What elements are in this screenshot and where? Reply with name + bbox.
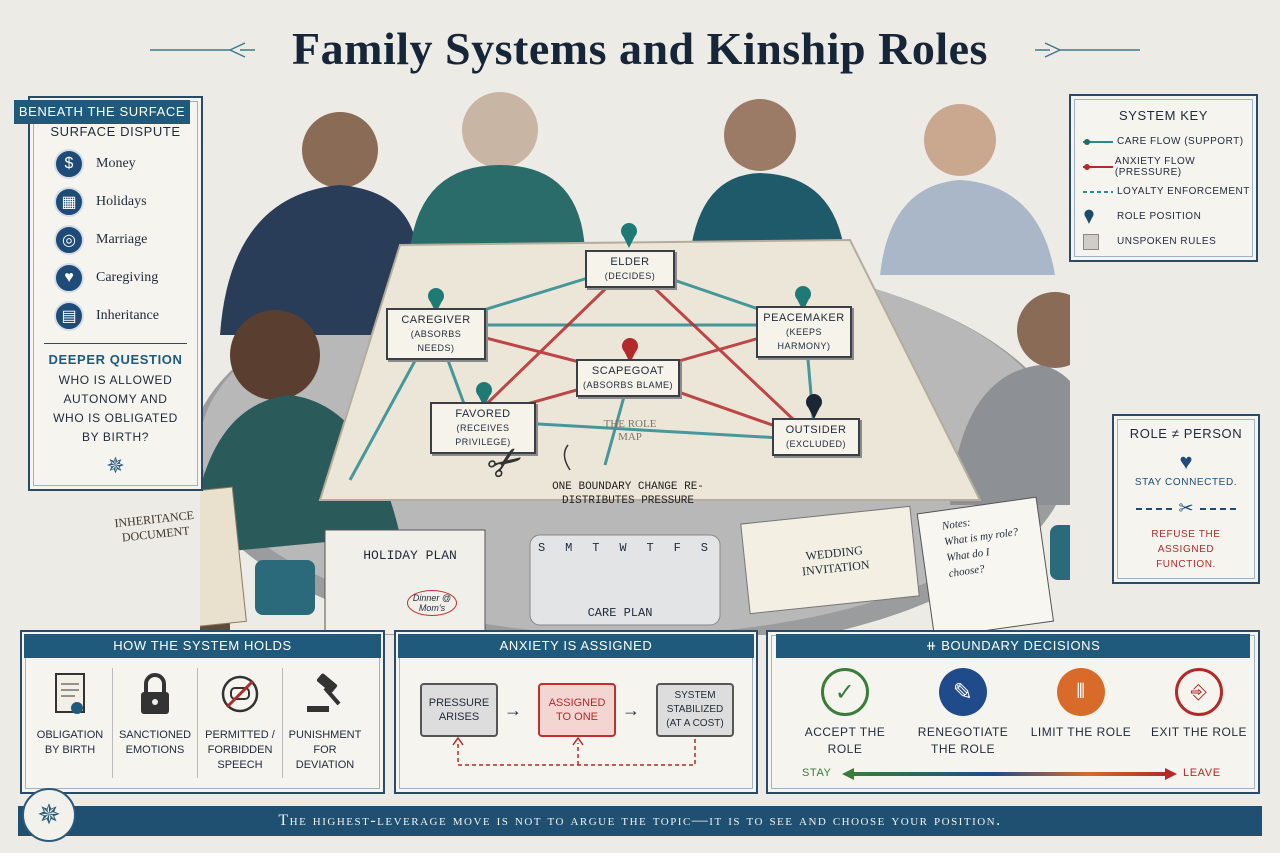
care-plan-label: Care Plan — [587, 606, 653, 620]
arrow-right-icon: → — [504, 700, 522, 720]
system-key-panel: System Key Care flow (support) Anxiety f… — [1069, 94, 1258, 262]
topic-inheritance: ▤ Inheritance — [54, 297, 201, 335]
gray-square-icon — [1083, 233, 1099, 250]
dollar-icon: $ — [54, 149, 84, 179]
footer-banner: The highest-leverage move is not to argu… — [18, 806, 1262, 836]
scroll-icon — [28, 668, 112, 720]
scissors-small-icon: ✂ — [1178, 498, 1194, 518]
deeper-question-text: Who is allowed autonomy and who is oblig… — [53, 373, 178, 444]
calendar-icon: ▦ — [54, 187, 84, 217]
hold-speech: Permitted / forbidden speech — [198, 668, 282, 778]
flow-system-stabilized: System stabilized (at a cost) — [656, 683, 734, 737]
inheritance-document-label: Inheritance Document — [113, 507, 195, 545]
hold-obligation: Obligation by birth — [28, 668, 112, 778]
feedback-loop-icon — [452, 737, 696, 766]
fence-small-icon: ⧺ — [925, 638, 942, 653]
hold-punishment: Punishment for deviation — [283, 668, 367, 778]
family-member-man-left — [220, 112, 419, 335]
rings-icon: ◎ — [54, 225, 84, 255]
stay-label: Stay — [802, 767, 832, 779]
leave-label: Leave — [1183, 767, 1221, 779]
decision-renegotiate[interactable]: ✎ Renegotiate the role — [908, 668, 1018, 758]
system-key-heading: System Key — [1118, 108, 1209, 123]
topic-marriage: ◎ Marriage — [54, 221, 201, 259]
page-title: Family Systems and Kinship Roles — [292, 23, 988, 74]
topic-money: $ Money — [54, 145, 201, 183]
hold-emotions: Sanctioned emotions — [113, 668, 197, 778]
gavel-icon — [283, 668, 367, 720]
decision-accept[interactable]: ✓ Accept the role — [790, 668, 900, 758]
favored-pin-icon — [476, 382, 492, 407]
compass-rose-icon: ✵ — [22, 788, 76, 842]
family-member-young-woman — [690, 99, 845, 255]
left-flourish-icon — [150, 42, 255, 58]
boundary-banner: ⧺ Boundary Decisions — [776, 634, 1250, 658]
family-member-older-man — [880, 104, 1055, 275]
dashed-line-icon — [1083, 190, 1113, 193]
stay-connected-text: Stay connected. — [1134, 477, 1238, 488]
door-icon: ⎆ — [1175, 668, 1223, 716]
system-holds-banner: How the System Holds — [24, 634, 381, 658]
teal-line-icon — [1083, 138, 1113, 145]
check-icon: ✓ — [821, 668, 869, 716]
caregiver-pin-icon — [428, 288, 444, 313]
peacemaker-pin-icon — [795, 286, 811, 311]
family-member-elder-woman — [410, 92, 585, 250]
right-flourish-icon — [1035, 42, 1140, 58]
compass-icon: ✵ — [106, 453, 125, 478]
surface-dispute-heading: Surface Dispute — [50, 124, 181, 139]
key-anxiety-flow: Anxiety flow (pressure) — [1071, 154, 1256, 179]
holiday-plan-label: Holiday Plan — [363, 548, 457, 563]
heart-hands-icon: ♥ — [54, 263, 84, 293]
arrow-right-icon-2: → — [622, 700, 640, 720]
flow-assigned-to-one: Assigned to one — [538, 683, 616, 737]
decision-limit[interactable]: ⫴ Limit the role — [1026, 668, 1136, 758]
deeper-question-heading: Deeper Question — [48, 352, 183, 367]
key-loyalty: Loyalty enforcement — [1071, 179, 1256, 204]
map-label: The Role Map — [603, 418, 657, 443]
role-card-outsider: Outsider(Excluded) — [772, 418, 860, 456]
role-card-peacemaker: Peacemaker(Keeps harmony) — [756, 306, 852, 358]
lock-icon — [113, 668, 197, 720]
role-card-caregiver: Caregiver(Absorbs needs) — [386, 308, 486, 360]
decision-exit[interactable]: ⎆ Exit the role — [1144, 668, 1254, 758]
no-speech-icon — [198, 668, 282, 720]
family-member-teen — [950, 292, 1070, 505]
elder-pin-icon — [621, 223, 637, 248]
boundary-options: ✓ Accept the role ✎ Renegotiate the role… — [790, 668, 1254, 758]
heart-icon: ♥ — [1179, 449, 1193, 474]
holiday-note: Dinner @ Mom's — [407, 590, 457, 616]
red-line-icon — [1083, 163, 1113, 170]
topic-holidays: ▦ Holidays — [54, 183, 201, 221]
role-card-elder: Elder(Decides) — [585, 250, 675, 288]
document-icon: ▤ — [54, 301, 84, 331]
pin-icon — [1084, 209, 1094, 224]
cut-line: ✂ — [1114, 498, 1258, 519]
map-annotation: One boundary change re-distributes press… — [552, 481, 704, 507]
fence-icon: ⫴ — [1057, 668, 1105, 716]
key-unspoken-rules: Unspoken rules — [1071, 229, 1256, 254]
key-role-position: Role position — [1071, 204, 1256, 229]
topic-caregiving: ♥ Caregiving — [54, 259, 201, 297]
stay-leave-gradient-arrow — [842, 768, 1177, 780]
beneath-surface-banner: Beneath the Surface — [14, 100, 190, 124]
role-not-person-heading: Role ≠ Person — [1129, 426, 1243, 441]
system-holds-items: Obligation by birth Sanctioned emotions … — [28, 668, 367, 778]
role-card-scapegoat: Scapegoat(Absorbs blame) — [576, 359, 680, 397]
role-not-person-panel: Role ≠ Person ♥ Stay connected. ✂ Refuse… — [1112, 414, 1260, 584]
pencil-icon: ✎ — [939, 668, 987, 716]
scapegoat-pin-icon — [622, 338, 638, 363]
key-care-flow: Care flow (support) — [1071, 129, 1256, 154]
flow-pressure-arises: Pressure arises — [420, 683, 498, 737]
role-card-favored: Favored(Receives privilege) — [430, 402, 536, 454]
refuse-text: Refuse the assigned function. — [1151, 529, 1221, 570]
anxiety-banner: Anxiety is Assigned — [398, 634, 754, 658]
outsider-pin-icon — [806, 394, 822, 419]
beneath-surface-panel: Surface Dispute $ Money ▦ Holidays ◎ Mar… — [28, 96, 203, 491]
